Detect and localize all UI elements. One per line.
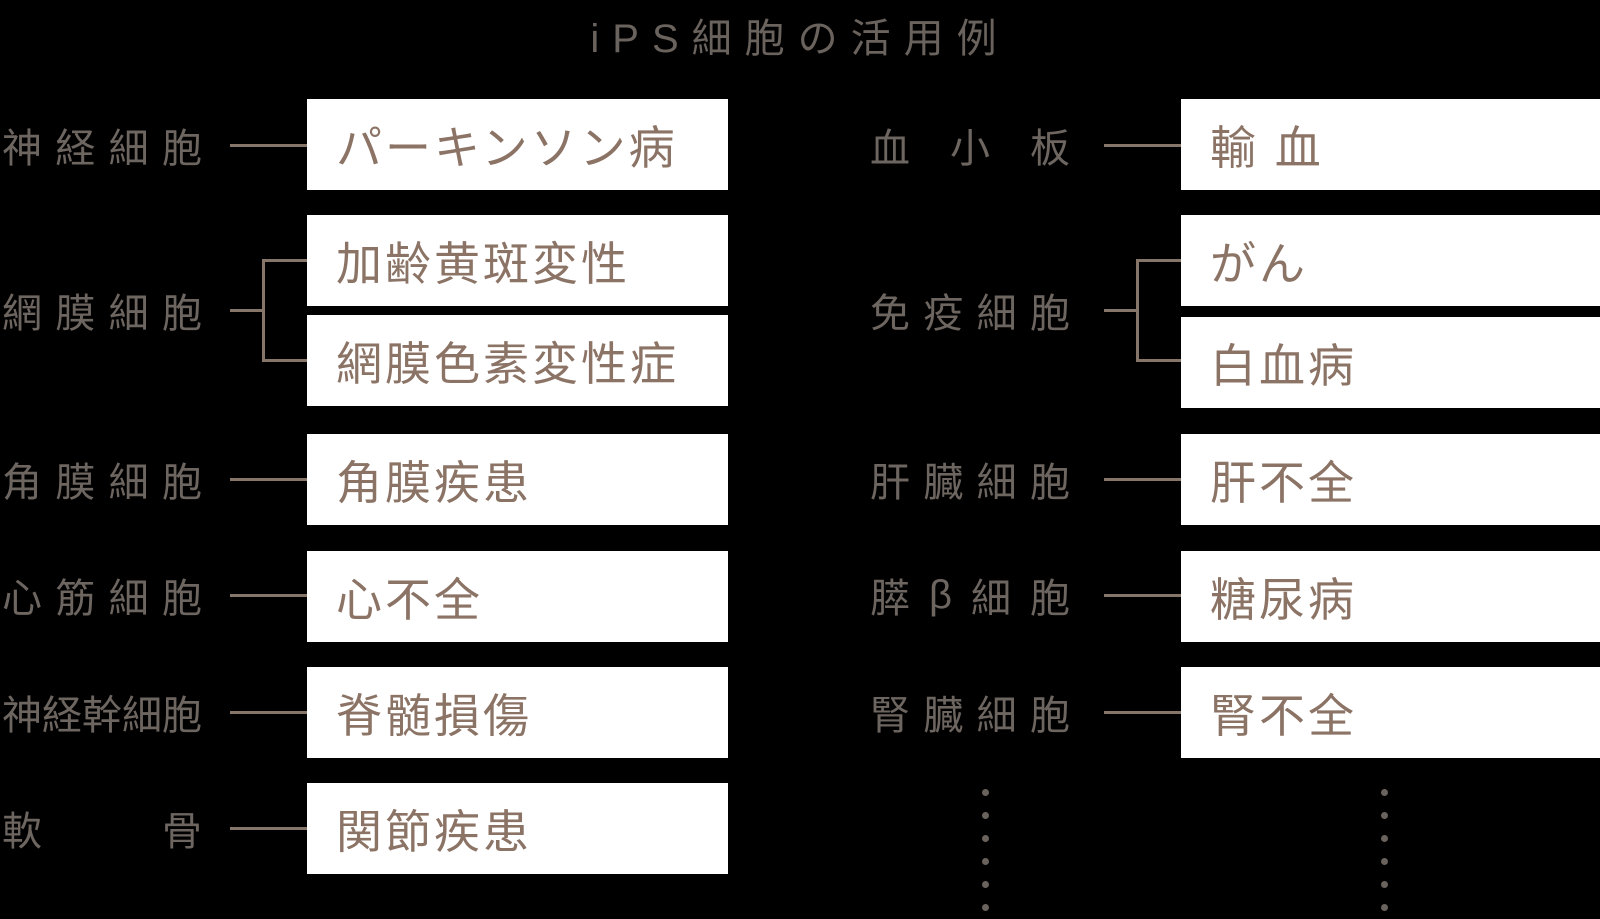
box-corneal-disease: 角膜疾患 [307,434,728,525]
box-kidney-failure: 腎不全 [1181,667,1600,758]
continuation-dot [1381,904,1388,911]
connector-neural-stem-cells [230,711,307,714]
connector-cartilage [230,827,307,830]
connector-platelets [1104,144,1181,147]
bracket-immune-cells-stem [1104,309,1137,312]
connector-liver-cells [1104,478,1181,481]
label-platelets: 血小板 [870,127,1070,171]
continuation-dot [982,789,989,796]
continuation-dot [1381,835,1388,842]
bracket-retinal-cells-arm-bottom [262,359,307,362]
box-liver-failure: 肝不全 [1181,434,1600,525]
continuation-dot [1381,858,1388,865]
connector-corneal-cells [230,478,307,481]
label-liver-cells: 肝臓細胞 [870,461,1070,505]
continuation-dot [1381,881,1388,888]
continuation-dot [982,812,989,819]
label-retinal-cells: 網膜細胞 [2,292,202,336]
connector-kidney-cells [1104,711,1181,714]
label-cartilage: 軟骨 [2,810,202,854]
box-parkinsons-disease: パーキンソン病 [307,99,728,190]
bracket-immune-cells-arm-top [1136,259,1181,262]
continuation-dot [982,858,989,865]
box-spinal-cord-injury: 脊髄損傷 [307,667,728,758]
page-title: iPS細胞の活用例 [590,17,1010,61]
continuation-dot [982,881,989,888]
connector-pancreatic-beta-cells [1104,594,1181,597]
continuation-dot [982,835,989,842]
box-leukemia: 白血病 [1181,317,1600,408]
connector-cardiac-muscle-cells [230,594,307,597]
continuation-dot [982,904,989,911]
bracket-immune-cells-arm-bottom [1136,359,1181,362]
box-joint-disease: 関節疾患 [307,783,728,874]
connector-nerve-cells [230,144,307,147]
label-kidney-cells: 腎臓細胞 [870,694,1070,738]
label-corneal-cells: 角膜細胞 [2,461,202,505]
label-cardiac-muscle-cells: 心筋細胞 [2,577,202,621]
box-cancer: がん [1181,215,1600,306]
bracket-immune-cells-vertical [1136,259,1139,362]
bracket-retinal-cells-vertical [262,259,265,362]
label-immune-cells: 免疫細胞 [870,292,1070,336]
box-blood-transfusion: 輸 血 [1181,99,1600,190]
continuation-dot [1381,789,1388,796]
box-age-related-macular-degeneration: 加齢黄斑変性 [307,215,728,306]
box-diabetes: 糖尿病 [1181,551,1600,642]
box-retinitis-pigmentosa: 網膜色素変性症 [307,315,728,406]
label-nerve-cells: 神経細胞 [2,127,202,171]
label-neural-stem-cells: 神経幹細胞 [2,694,202,738]
continuation-dot [1381,812,1388,819]
bracket-retinal-cells-stem [230,309,263,312]
box-heart-failure: 心不全 [307,551,728,642]
bracket-retinal-cells-arm-top [262,259,307,262]
